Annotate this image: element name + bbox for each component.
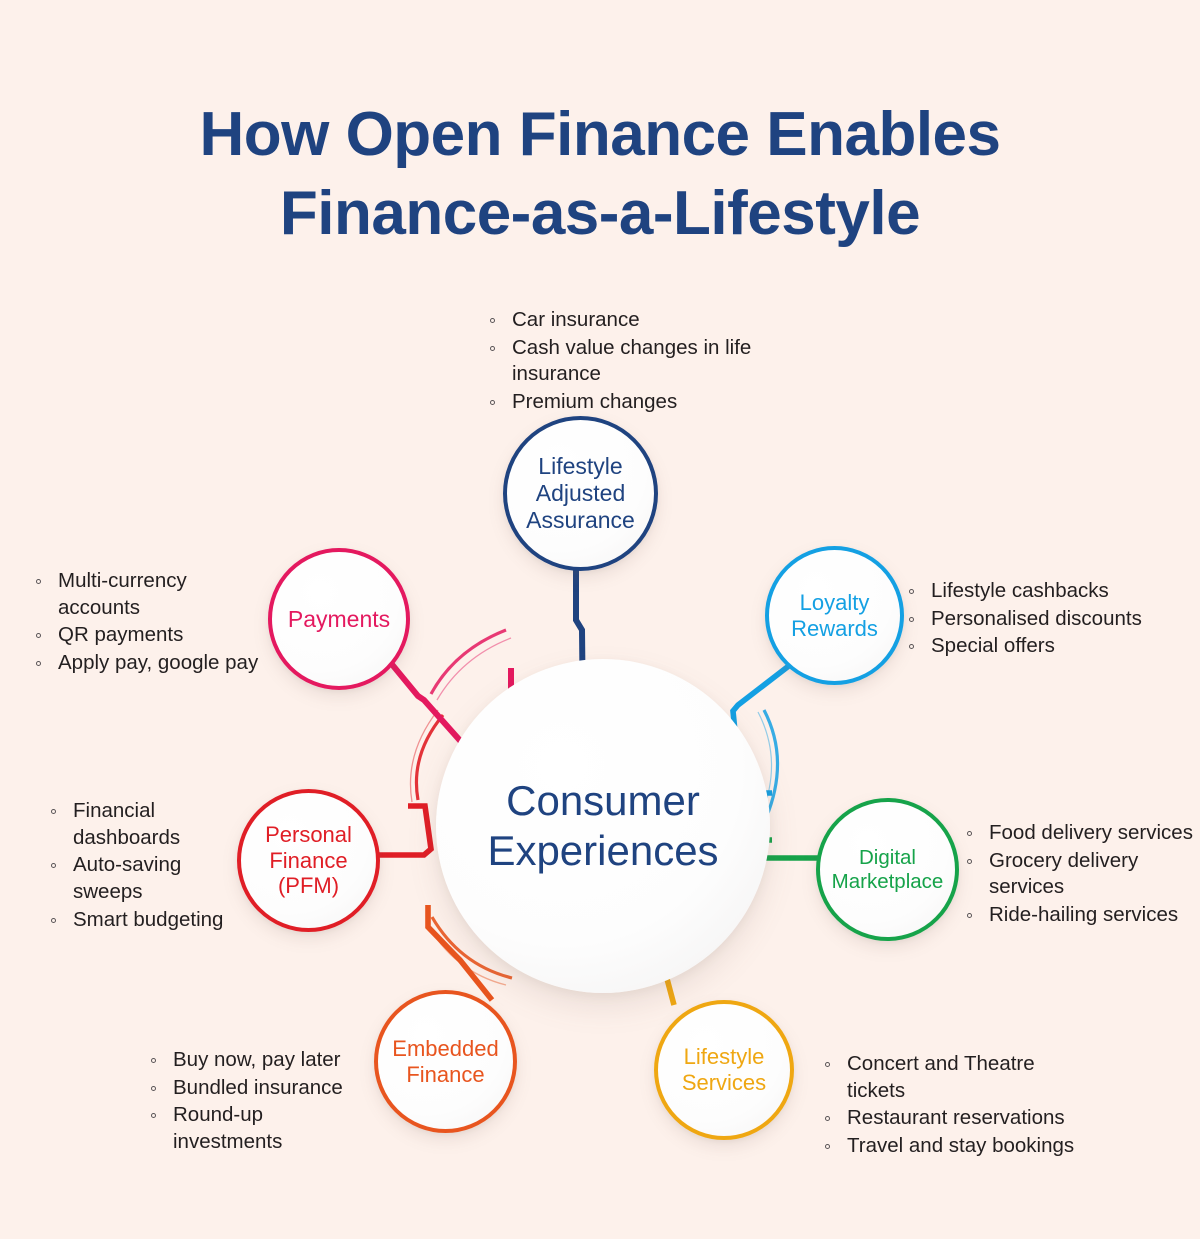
bullets-lifestyle-services: Concert and Theatre tickets Restaurant r… bbox=[822, 1051, 1092, 1161]
hub-label: Consumer Experiences bbox=[487, 776, 719, 874]
bullets-loyalty-rewards: Lifestyle cashbacks Personalised discoun… bbox=[906, 578, 1156, 661]
node-label-lifestyle-adjusted-assurance: Lifestyle Adjusted Assurance bbox=[526, 453, 635, 533]
bullets-payments: Multi-currency accounts QR payments Appl… bbox=[33, 568, 259, 678]
node-lifestyle-services[interactable]: Lifestyle Services bbox=[654, 1000, 794, 1140]
bullets-embedded-finance: Buy now, pay later Bundled insurance Rou… bbox=[148, 1047, 353, 1157]
node-label-payments: Payments bbox=[287, 605, 391, 632]
node-payments[interactable]: Payments bbox=[268, 548, 410, 690]
list-item: Grocery delivery services bbox=[964, 848, 1194, 901]
node-embedded-finance[interactable]: Embedded Finance bbox=[374, 990, 517, 1133]
list-item: Cash value changes in life insurance bbox=[487, 335, 757, 388]
list-item: Concert and Theatre tickets bbox=[822, 1051, 1092, 1104]
node-lifestyle-adjusted-assurance[interactable]: Lifestyle Adjusted Assurance bbox=[503, 416, 658, 571]
title-line-2: Finance-as-a-Lifestyle bbox=[279, 178, 921, 248]
list-item: Smart budgeting bbox=[48, 907, 230, 934]
list-item: Personalised discounts bbox=[906, 606, 1156, 633]
list-item: Auto-saving sweeps bbox=[48, 852, 230, 905]
node-personal-finance-pfm[interactable]: Personal Finance (PFM) bbox=[237, 789, 380, 932]
list-item: Ride-hailing services bbox=[964, 902, 1194, 929]
node-label-loyalty-rewards: Loyalty Rewards bbox=[791, 589, 878, 641]
arc-thin-payments bbox=[436, 637, 512, 701]
node-label-personal-finance-pfm: Personal Finance (PFM) bbox=[265, 821, 352, 899]
bullets-lifestyle-adjusted-assurance: Car insurance Cash value changes in life… bbox=[487, 307, 757, 417]
list-item: QR payments bbox=[33, 622, 259, 649]
arc-thin-personal-finance bbox=[409, 709, 439, 803]
arc-payments bbox=[429, 628, 507, 695]
list-item: Round-up investments bbox=[148, 1102, 353, 1155]
bullets-digital-marketplace: Food delivery services Grocery delivery … bbox=[964, 820, 1194, 930]
page-title: How Open Finance Enables Finance-as-a-Li… bbox=[0, 96, 1200, 253]
list-item: Travel and stay bookings bbox=[822, 1133, 1092, 1160]
arc-personal-finance bbox=[414, 713, 445, 801]
list-item: Buy now, pay later bbox=[148, 1047, 353, 1074]
list-item: Financial dashboards bbox=[48, 798, 230, 851]
node-label-lifestyle-services: Lifestyle Services bbox=[681, 1044, 767, 1095]
list-item: Multi-currency accounts bbox=[33, 568, 259, 621]
list-item: Special offers bbox=[906, 633, 1156, 660]
node-digital-marketplace[interactable]: Digital Marketplace bbox=[816, 798, 959, 941]
node-label-embedded-finance: Embedded Finance bbox=[392, 1035, 499, 1087]
list-item: Food delivery services bbox=[964, 820, 1194, 847]
bullets-personal-finance-pfm: Financial dashboards Auto-saving sweeps … bbox=[48, 798, 230, 934]
list-item: Premium changes bbox=[487, 389, 757, 416]
list-item: Lifestyle cashbacks bbox=[906, 578, 1156, 605]
hub-node-consumer-experiences[interactable]: Consumer Experiences bbox=[436, 659, 770, 993]
list-item: Bundled insurance bbox=[148, 1075, 353, 1102]
list-item: Car insurance bbox=[487, 307, 757, 334]
node-label-digital-marketplace: Digital Marketplace bbox=[831, 845, 944, 893]
list-item: Restaurant reservations bbox=[822, 1105, 1092, 1132]
list-item: Apply pay, google pay bbox=[33, 650, 259, 677]
node-loyalty-rewards[interactable]: Loyalty Rewards bbox=[765, 546, 904, 685]
title-line-1: How Open Finance Enables bbox=[199, 100, 1001, 169]
